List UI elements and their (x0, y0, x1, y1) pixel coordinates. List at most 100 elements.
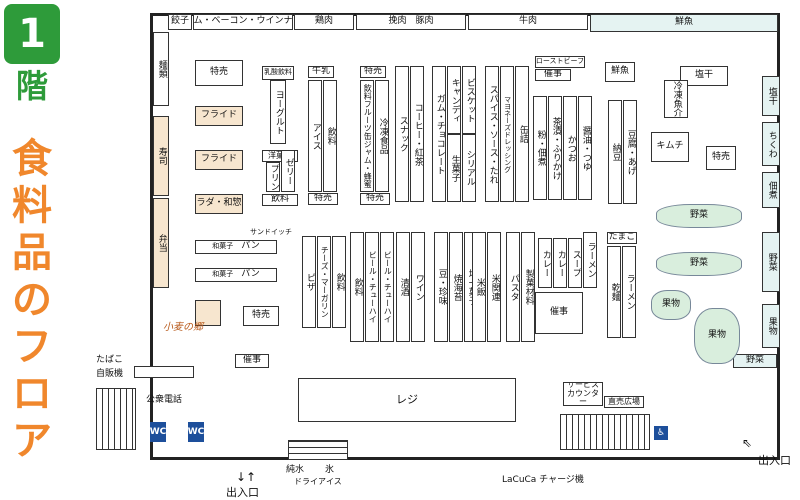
label-junsui: 純水 (286, 465, 305, 475)
label-tabako: たばこ (96, 355, 124, 365)
aisle-yogurt: ヨーグルト (270, 80, 286, 144)
aisle-shiogan: 塩干 (680, 66, 728, 86)
aisle-pasta: パスタ (506, 232, 520, 342)
aisle-candy: キャンディ (447, 66, 461, 134)
aisle-tokubai-5: 特売 (243, 306, 279, 326)
label-phone: 公衆電話 (146, 395, 183, 405)
aisle-rice: 米関連 (487, 232, 501, 342)
title-char: フ (12, 324, 52, 370)
stairs-left (96, 388, 136, 450)
wc-icon[interactable]: WC (150, 422, 166, 442)
aisle-pudding: プリン (266, 162, 280, 192)
aisle-kimchi: キムチ (651, 132, 689, 162)
aisle-sengyo: 鮮魚 (605, 62, 635, 82)
exit-left-arrow-icon: ↓↑ (236, 470, 257, 484)
aisle-inryo-2: 飲料 (262, 194, 298, 206)
island-yasai-1: 野菜 (656, 204, 742, 228)
aisle-tea: 茶漬・ふりかけ (548, 96, 562, 200)
aisle-biscuit: ビスケット (462, 66, 476, 134)
aisle-namagashi: 生菓子 (447, 134, 461, 202)
exit-right: 出入口 (758, 454, 791, 467)
island-kudamono-1: 果物 (651, 290, 691, 320)
aisle-ramen2: ラーメン (622, 246, 636, 338)
aisle-saiji-2: 催事 (535, 292, 583, 334)
register-area: レジ (298, 378, 516, 422)
label-chikuwa: ちくわ (762, 122, 780, 166)
aisle-frozen-fish: 冷凍魚介 (664, 80, 688, 118)
wc-icon-2[interactable]: WC (188, 422, 204, 442)
aisle-mame: 豆・珍味 (434, 232, 448, 342)
aisle-salad: サラダ・和惣菜 (195, 194, 243, 214)
aisle-roastbeef: ローストビーフ (535, 56, 585, 68)
aisle-beer-1: ビール・チューハイ (365, 232, 379, 342)
label-gyoza: 餃子 (168, 14, 192, 30)
aisle-inryo-1: 飲料 (323, 80, 337, 192)
aisle-ice: アイス (308, 80, 322, 192)
label-fish: 鮮魚 (590, 14, 778, 32)
aisle-tokubai-1: 特売 (195, 60, 243, 86)
aisle-piza: ピザ (302, 236, 316, 328)
aisle-curry: カレー (538, 238, 552, 288)
aisle-cheese: チーズ・マーガリン (317, 236, 331, 328)
island-yasai-2: 野菜 (656, 252, 742, 276)
aisle-cereal: シリアル (462, 134, 476, 202)
komugi-logo: 小麦の郷 (163, 322, 203, 333)
label-jihanki: 自販機 (96, 369, 124, 379)
aisle-inryo-5: 飲料 (332, 236, 346, 328)
pan-1: パン (241, 241, 260, 252)
label-mince-pork: 挽肉 豚肉 (356, 14, 466, 30)
label-chicken: 鶏肉 (294, 14, 354, 30)
label-beef: 牛肉 (468, 14, 588, 30)
title-char: ア (12, 418, 52, 464)
floor-number-badge: 1 (4, 4, 60, 64)
label-sushi: 寿司 (153, 116, 169, 196)
wagashi-2: 和菓子 (212, 270, 234, 279)
label-sandwich: サンドイッチ (250, 228, 292, 236)
aisle-gum-choco: ガム・チョコレート (432, 66, 446, 202)
label-ham: ハム・ベーコン・ウインナー (193, 14, 293, 30)
title-char: ロ (12, 371, 52, 417)
label-kudamono-wall: 果物 (762, 304, 780, 348)
aisle-wine: ワイン (411, 232, 425, 342)
pan-2: パン (241, 269, 260, 280)
wagashi-1: 和菓子 (212, 242, 234, 251)
label-noodles: 麺類 (153, 32, 169, 106)
aisle-ramen: ラーメン (583, 232, 597, 288)
aisle-beihan: 米飯 (472, 232, 486, 342)
label-koori: 氷 (325, 465, 335, 475)
chokubai-hiroba: 直売広場 (604, 396, 644, 408)
block-deli-tan (195, 300, 221, 326)
label-bento: 弁当 (153, 198, 169, 288)
aisle-canned: 缶詰 (515, 66, 529, 202)
aisle-tokubai-2: 特売 (308, 193, 338, 205)
label-tsukudani: 佃煮 (762, 172, 780, 208)
water-ice-station (288, 440, 348, 460)
title-char: 食 (12, 136, 52, 182)
exit-right-arrow-icon: ⇖ (742, 436, 753, 450)
aisle-inryo-3: 飲料 (350, 232, 364, 342)
aisle-spice: スパイス・ソース・たれ (485, 66, 499, 202)
service-counter: サービスカウンター (563, 382, 603, 406)
aisle-drinks-fruit: 飲料フルーツ缶ジャム・蜂蜜 (360, 80, 374, 192)
label-yasai-wall: 野菜 (762, 232, 780, 292)
floor-title: 食 料 品 の フ ロ ア (4, 136, 60, 466)
title-char: 品 (12, 230, 52, 276)
aisle-tokubai-6: 特売 (706, 146, 736, 170)
aisle-seishu: 清酒 (396, 232, 410, 342)
aisle-soysauce: 醤油・つゆ (578, 96, 592, 200)
aisle-soup: スープ (568, 238, 582, 288)
aisle-curry2: カレー (553, 238, 567, 288)
label-lacuca: LaCuCa チャージ機 (502, 475, 584, 485)
title-char: 料 (12, 183, 52, 229)
aisle-coffee-tea: コーヒー・紅茶 (410, 66, 424, 202)
label-shiogan-wall: 塩干 (762, 76, 780, 116)
aisle-fry-1: フライド (195, 106, 243, 126)
aisle-milkdrink: 乳酸飲料 (262, 66, 294, 80)
aisle-pickles: 粉・佃煮 (533, 96, 547, 200)
aisle-tofu: 豆腐・あげ (623, 100, 637, 204)
aisle-saiji-1: 催事 (535, 69, 571, 81)
stairs-right (560, 414, 650, 450)
aisle-frozen-1: 冷凍食品 (375, 80, 389, 192)
aisle-wagashi-pan-1: 和菓子パン (195, 240, 277, 254)
aisle-tokubai-3: 特売 (360, 66, 386, 78)
